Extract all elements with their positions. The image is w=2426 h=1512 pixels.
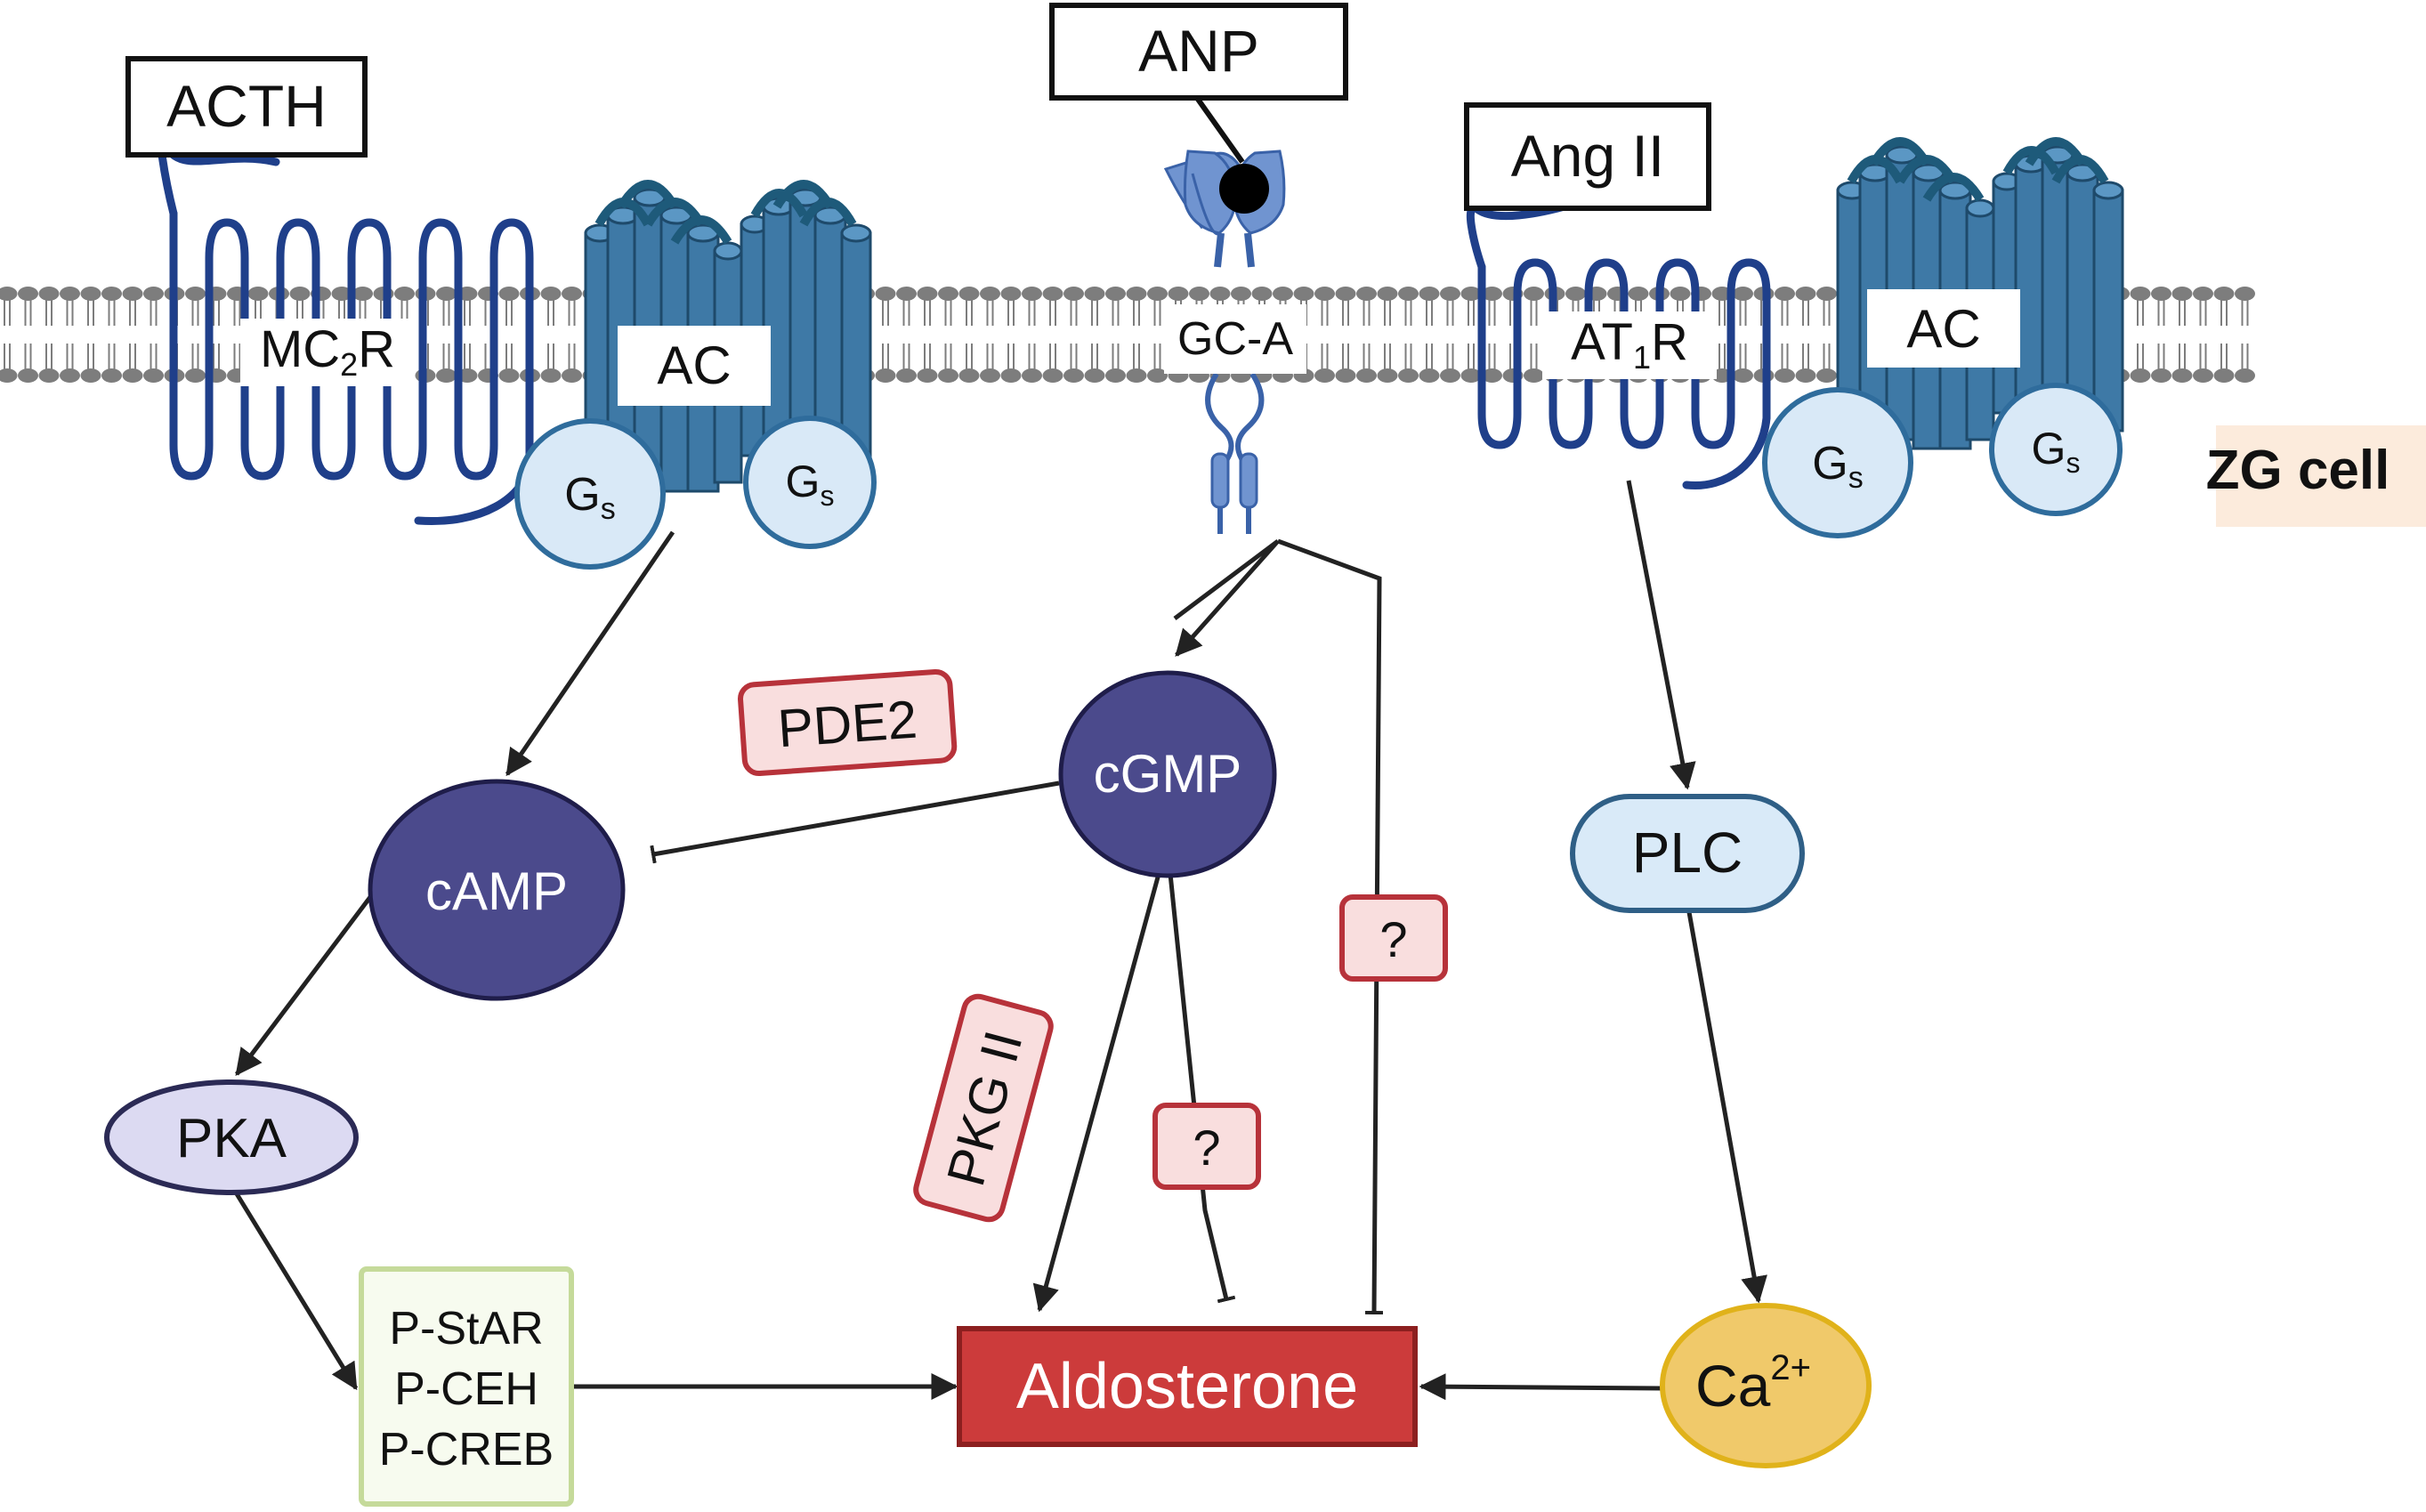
anp-binding-site <box>1219 164 1269 214</box>
svg-text:Gs: Gs <box>1812 438 1863 495</box>
cgmp-node: cGMP <box>1058 670 1277 878</box>
at1r-label-box <box>1542 311 1717 379</box>
p-star-label: P-StAR <box>389 1303 543 1354</box>
mc2r-receptor: MC2R <box>157 134 534 526</box>
connections <box>230 480 1767 1401</box>
unknown-enzyme-2: ? <box>1152 1103 1261 1190</box>
aldosterone-box: Aldosterone <box>957 1326 1418 1447</box>
pka-label: PKA <box>176 1108 287 1169</box>
ca-to-aldosterone-arrow <box>1419 1373 1662 1401</box>
cgmp-unknown-inhibition <box>1168 873 1236 1304</box>
ac-left-label-box <box>618 326 771 406</box>
anp-ligand: ANP <box>1049 3 1348 214</box>
camp-node: cAMP <box>368 779 626 1001</box>
acth-ligand: ACTH <box>125 56 368 158</box>
cgmp-to-camp-inhibition <box>650 780 1060 864</box>
mc2r-label: MC2R <box>260 320 395 383</box>
calcium-node: Ca2+ <box>1660 1303 1872 1468</box>
plc-label: PLC <box>1632 821 1743 885</box>
gs-protein-2: Gs <box>743 416 877 549</box>
camp-label: cAMP <box>425 861 568 921</box>
ac-to-camp-arrow <box>505 530 675 777</box>
acth-label: ACTH <box>166 73 327 139</box>
p-ceh-label: P-CEH <box>394 1363 538 1415</box>
gs-protein-3: Gs <box>1762 387 1913 538</box>
zg-cell-label: ZG cell <box>2206 425 2426 527</box>
gc-a-label-box <box>1164 304 1306 374</box>
pka-to-phospho-arrow <box>230 1186 359 1391</box>
at1r-to-plc-arrow <box>1626 480 1696 790</box>
ac-right-label: AC <box>1906 299 1980 359</box>
at1r-receptor: AT1R <box>1466 200 1771 490</box>
gc-a-label: GC-A <box>1177 313 1293 365</box>
plc-node: PLC <box>1570 794 1805 913</box>
gca-to-cgmp-arrow <box>1175 539 1280 657</box>
at1r-label: AT1R <box>1571 313 1688 376</box>
plc-to-ca-arrow <box>1686 911 1767 1304</box>
ac-left-label: AC <box>657 336 731 395</box>
aldosterone-label: Aldosterone <box>1016 1351 1358 1422</box>
svg-text:Gs: Gs <box>564 469 615 526</box>
svg-text:Gs: Gs <box>2032 424 2081 479</box>
pde2-label: PDE2 <box>776 690 919 759</box>
unknown-2-label: ? <box>1193 1120 1220 1176</box>
mc2r-label-box <box>240 319 415 386</box>
pka-node: PKA <box>104 1079 359 1195</box>
cgmp-to-aldosterone-arrow <box>1032 873 1161 1313</box>
zg-cell-text: ZG cell <box>2206 440 2390 501</box>
gc-a-receptor: GC-A <box>1163 150 1306 534</box>
zg-cell-background <box>2216 425 2426 527</box>
camp-to-pka-arrow <box>235 895 372 1076</box>
anp-label: ANP <box>1138 18 1259 84</box>
ac-right-label-box <box>1867 289 2020 368</box>
svg-text:Gs: Gs <box>786 457 835 512</box>
pde2-enzyme: PDE2 <box>738 668 958 777</box>
pkg2-enzyme: PKG II <box>913 993 1054 1223</box>
unknown-1-label: ? <box>1379 911 1407 967</box>
cgmp-label: cGMP <box>1094 744 1242 804</box>
ang2-ligand: Ang II <box>1464 102 1711 211</box>
ang2-label: Ang II <box>1511 123 1664 189</box>
phosphorylation-box: P-StAR P-CEH P-CREB <box>359 1266 574 1507</box>
calcium-label: Ca2+ <box>1695 1348 1811 1419</box>
gs-protein-1: Gs <box>514 418 666 570</box>
gs-protein-4: Gs <box>1989 383 2123 516</box>
unknown-enzyme-1: ? <box>1339 894 1448 982</box>
p-creb-label: P-CREB <box>379 1424 554 1476</box>
gca-to-aldosterone-inhibition <box>1277 538 1384 1315</box>
